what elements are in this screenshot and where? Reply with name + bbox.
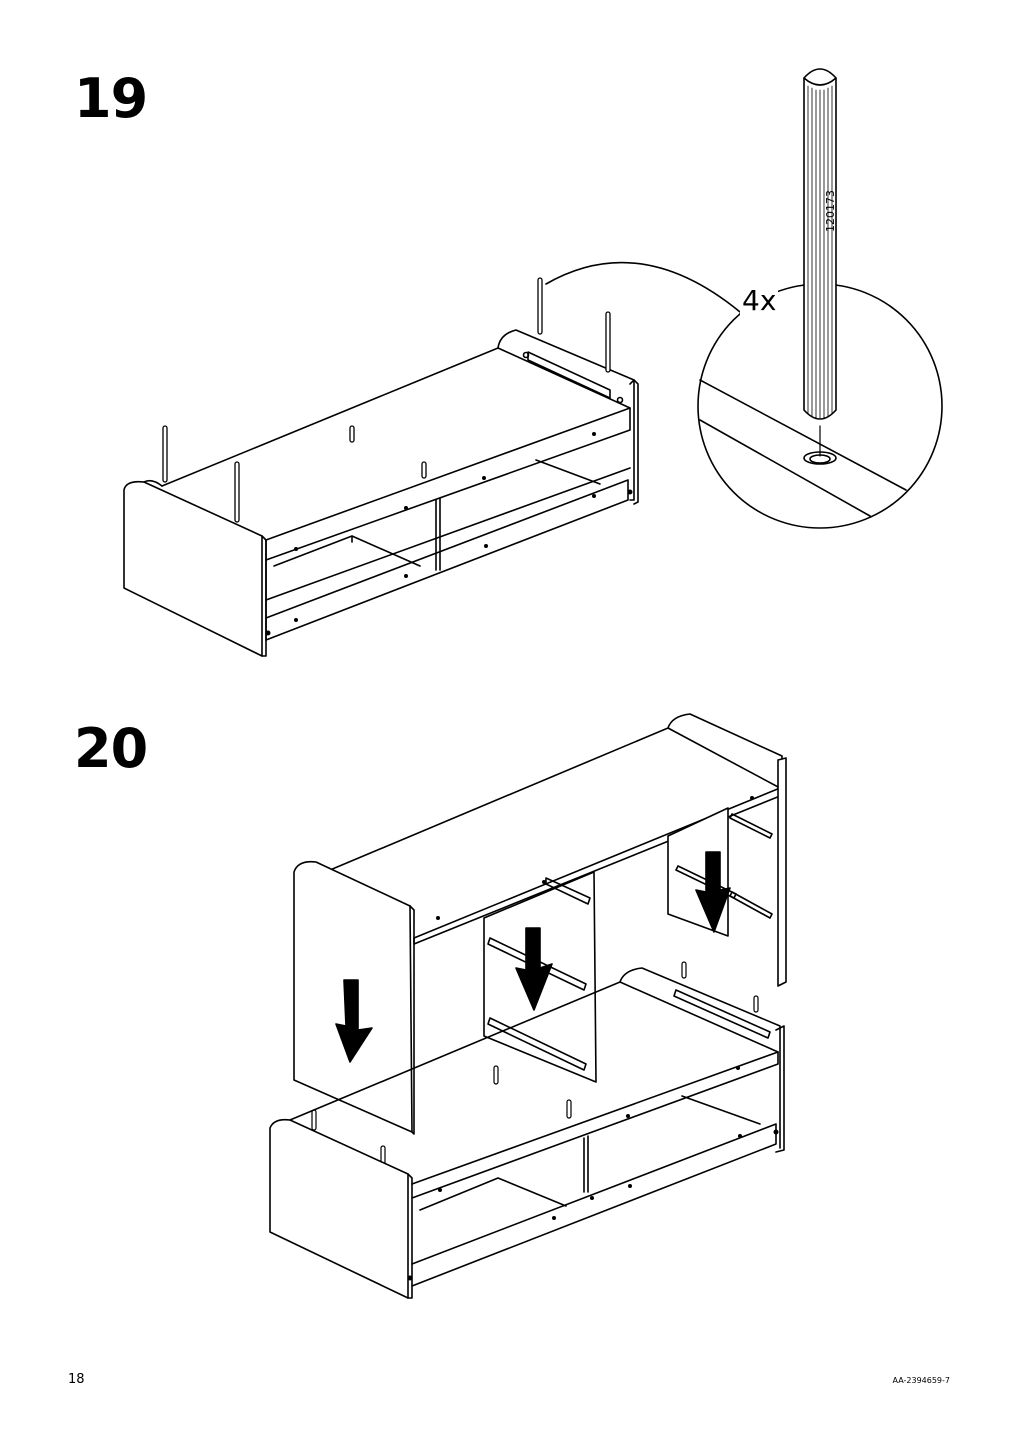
down-arrow-icon bbox=[515, 927, 553, 1011]
step-19-number: 19 bbox=[74, 67, 148, 130]
quantity-label: 4x bbox=[740, 284, 779, 317]
right-end-panel bbox=[497, 329, 639, 505]
document-code: AA-2394659-7 bbox=[892, 1376, 950, 1385]
step-19-illustration bbox=[123, 68, 943, 657]
upper-right-end-panel bbox=[667, 713, 787, 987]
right-divider-panel bbox=[667, 807, 737, 937]
bed-top-surface bbox=[161, 347, 631, 541]
upper-left-end-panel bbox=[293, 860, 415, 1135]
dowel-pins bbox=[162, 277, 611, 523]
screw-holes bbox=[407, 796, 779, 1281]
down-arrow-icon bbox=[695, 851, 731, 933]
detail-leader-line bbox=[545, 261, 741, 313]
part-number-label: 120173 bbox=[824, 190, 837, 232]
screw-holes bbox=[265, 432, 633, 636]
upper-shelf bbox=[329, 727, 781, 939]
page-number: 18 bbox=[68, 1372, 85, 1387]
middle-divider-panel bbox=[483, 871, 597, 1083]
step-20-illustration bbox=[269, 713, 787, 1299]
step-20-number: 20 bbox=[74, 717, 148, 780]
front-rail bbox=[265, 479, 629, 641]
left-end-panel bbox=[123, 479, 267, 657]
dowel-pins bbox=[311, 961, 759, 1167]
fluted-dowel bbox=[803, 68, 837, 457]
down-arrow-icon bbox=[335, 979, 373, 1063]
lower-base-unit bbox=[269, 967, 785, 1299]
